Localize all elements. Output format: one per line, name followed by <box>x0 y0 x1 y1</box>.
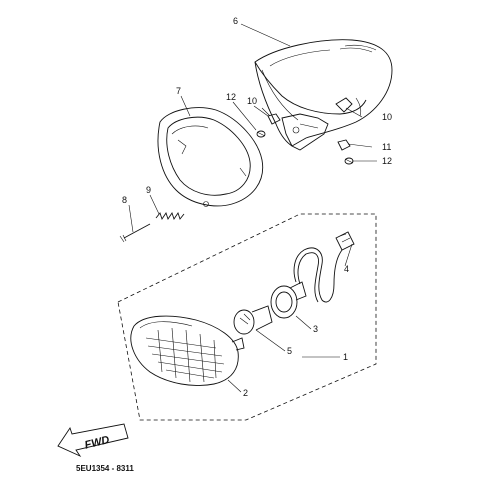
screw-8 <box>119 223 151 243</box>
bulb <box>233 305 273 335</box>
assembly-box <box>117 213 377 421</box>
callout-4: 4 <box>344 264 349 274</box>
callout-1: 1 <box>343 352 348 362</box>
headlight-rim <box>157 107 264 207</box>
callout-12b: 12 <box>382 156 392 166</box>
callout-2: 2 <box>243 388 248 398</box>
spring-9 <box>155 211 185 221</box>
forward-direction-arrow: FWD <box>57 423 129 458</box>
drawing-code: 5EU1354 - 8311 <box>76 464 134 473</box>
callout-6: 6 <box>233 16 238 26</box>
leader-lines <box>128 23 377 393</box>
callout-3: 3 <box>313 324 318 334</box>
callout-11: 10 <box>382 112 392 122</box>
callout-7: 7 <box>176 86 181 96</box>
bulb-socket <box>270 281 307 319</box>
nut-10-upper <box>261 107 281 125</box>
callout-10a: 10 <box>247 96 257 106</box>
callout-10b: 11 <box>382 142 391 152</box>
screw-12-lower <box>344 157 354 165</box>
screw-12-upper <box>256 130 266 138</box>
fwd-label: FWD <box>84 434 111 452</box>
callout-12a: 12 <box>226 92 236 102</box>
callout-9: 9 <box>146 185 151 195</box>
callout-5: 5 <box>287 346 292 356</box>
callout-labels: 6 7 12 10 10 11 12 8 9 4 3 5 1 2 <box>122 16 392 398</box>
headlight-lens <box>130 315 245 386</box>
wire-harness <box>293 231 355 303</box>
headlight-housing <box>254 39 393 151</box>
callout-8: 8 <box>122 195 127 205</box>
nut-10-lower <box>337 139 351 151</box>
